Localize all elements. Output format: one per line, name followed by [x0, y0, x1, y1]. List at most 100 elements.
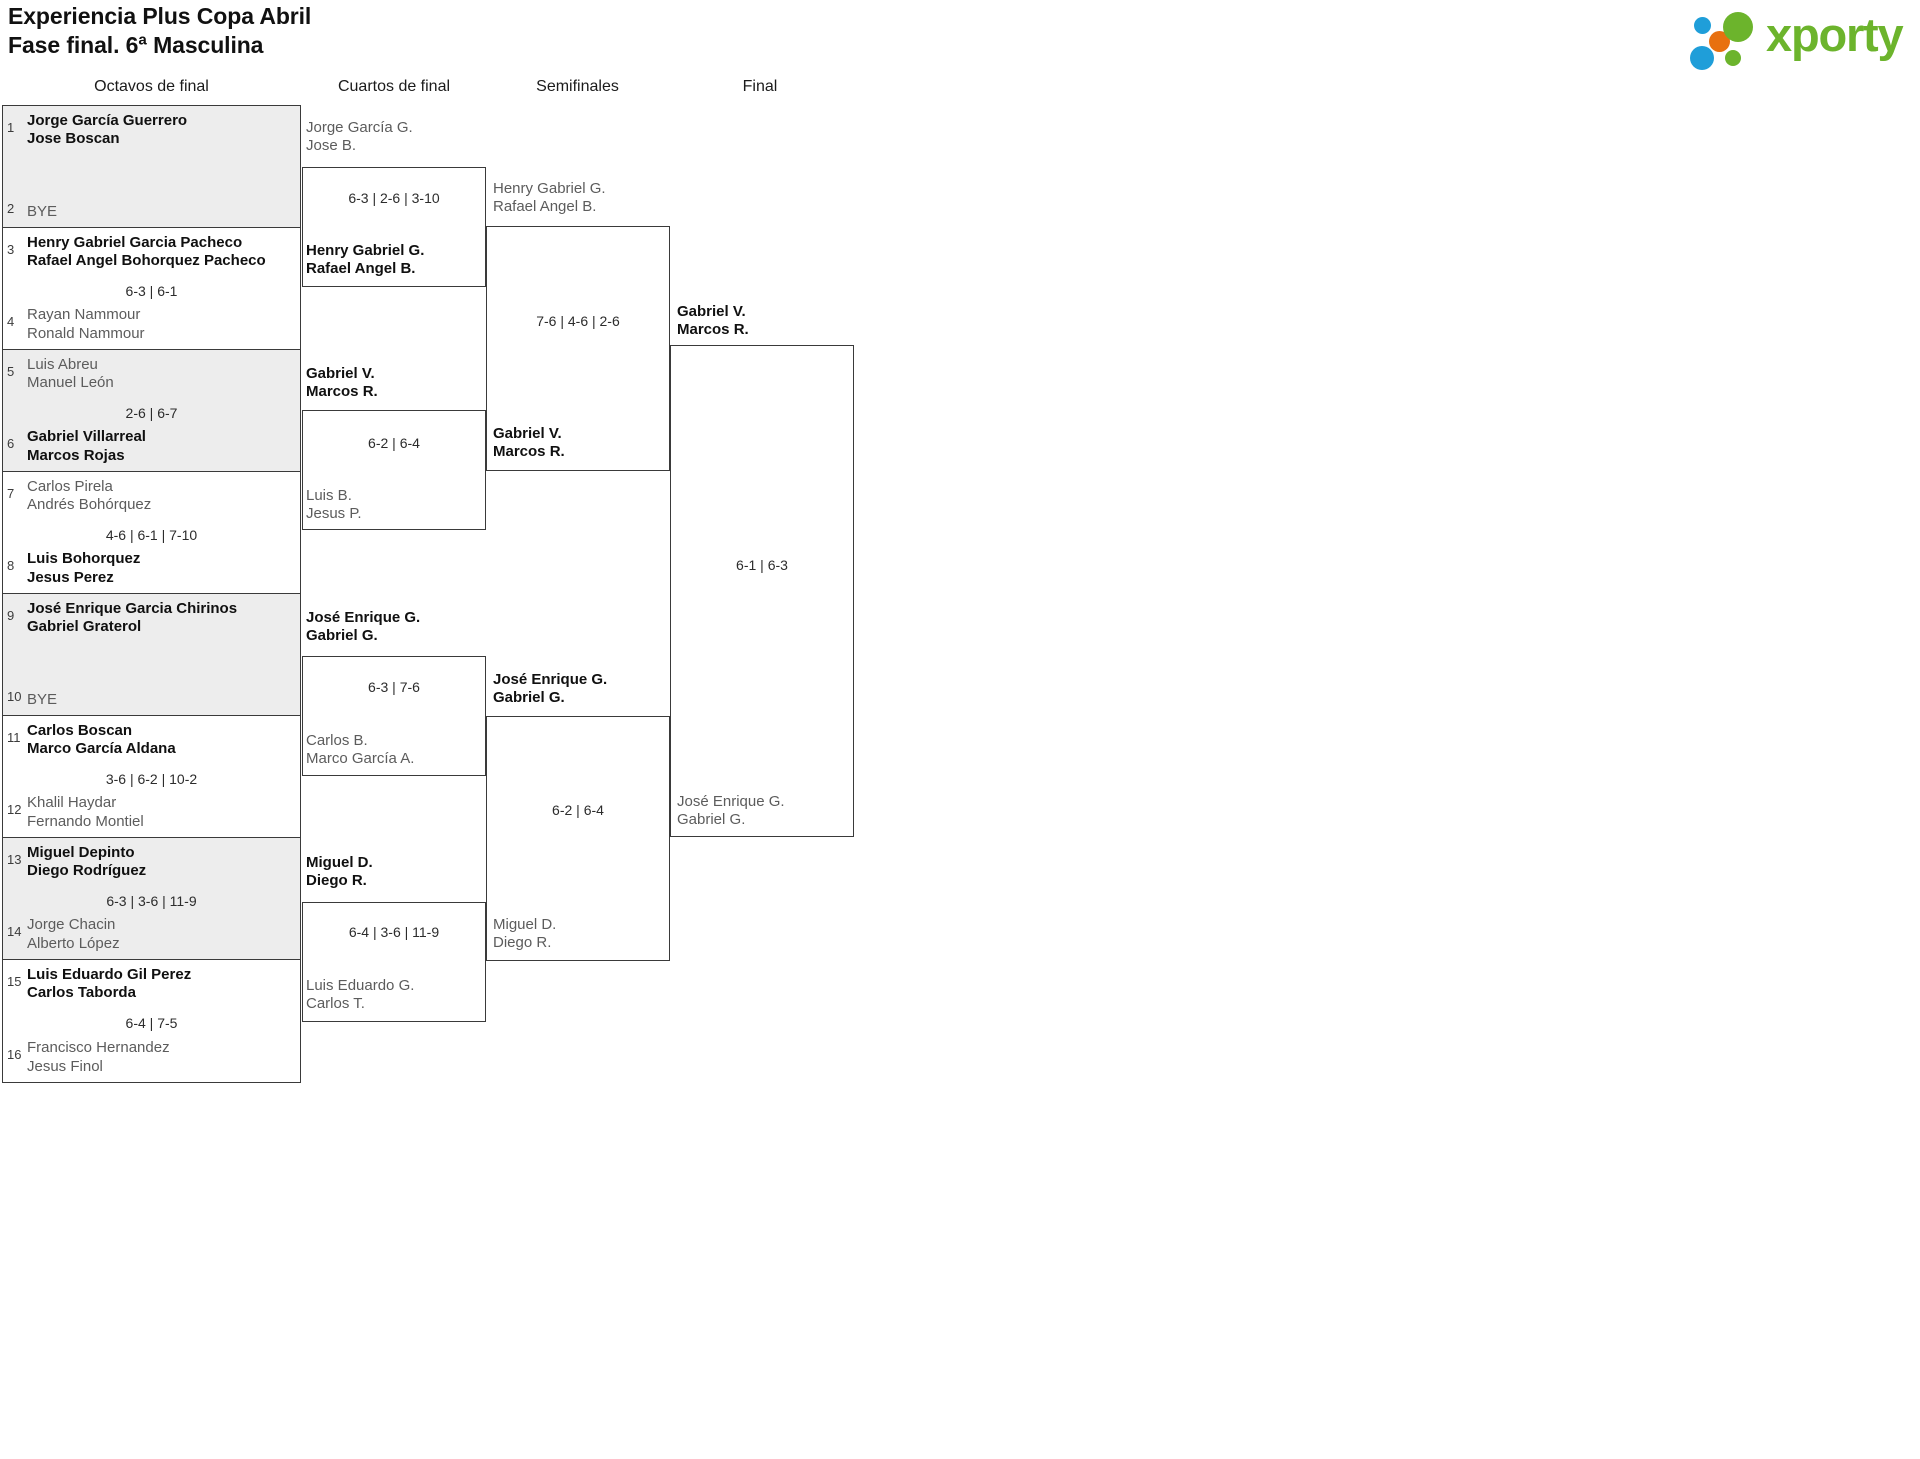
- round2-team-bottom[interactable]: Luis Eduardo G.Carlos T.: [306, 977, 415, 1013]
- round1-slot[interactable]: 2 BYE: [3, 201, 300, 221]
- team-names: BYE: [27, 690, 58, 708]
- seed-number: 4: [7, 314, 15, 330]
- round-header-final: Final: [742, 78, 778, 95]
- tournament-phase: Fase final. 6ª Masculina: [8, 32, 264, 59]
- round2-match-box[interactable]: 6-2 | 6-4: [302, 410, 486, 530]
- match-score: 6-2 | 6-4: [368, 435, 420, 451]
- round2-team-bottom[interactable]: Henry Gabriel G.Rafael Angel B.: [306, 242, 425, 278]
- round3-team-bottom[interactable]: Gabriel V.Marcos R.: [493, 425, 565, 461]
- round3-match-box[interactable]: 7-6 | 4-6 | 2-6: [486, 226, 670, 471]
- match-score: 6-3 | 2-6 | 3-10: [348, 190, 440, 206]
- seed-number: 5: [7, 364, 15, 379]
- match-score: 6-1 | 6-3: [736, 557, 788, 573]
- match-score: 3-6 | 6-2 | 10-2: [105, 771, 198, 787]
- round2-team-bottom[interactable]: Luis B.Jesus P.: [306, 487, 362, 523]
- match-score: 7-6 | 4-6 | 2-6: [536, 313, 620, 329]
- round2-team-top[interactable]: José Enrique G.Gabriel G.: [306, 609, 421, 645]
- match-score: 2-6 | 6-7: [125, 405, 178, 421]
- round2-team-top[interactable]: Miguel D.Diego R.: [306, 854, 373, 890]
- seed-number: 2: [7, 200, 15, 216]
- round2-team-top[interactable]: Jorge García G.Jose B.: [306, 119, 413, 155]
- match-score: 6-3 | 3-6 | 11-9: [106, 893, 197, 909]
- round2-team-bottom[interactable]: Carlos B.Marco García A.: [306, 732, 415, 768]
- round4-team-top[interactable]: Gabriel V.Marcos R.: [677, 303, 749, 339]
- match-score: 6-4 | 7-5: [125, 1015, 178, 1031]
- round2-match-box[interactable]: 6-3 | 2-6 | 3-10: [302, 167, 486, 287]
- round3-match-box[interactable]: 6-2 | 6-4: [486, 716, 670, 961]
- seed-number: 15: [7, 974, 22, 989]
- logo-dot-blue-large: [1690, 46, 1714, 70]
- match-score: 6-2 | 6-4: [552, 802, 604, 818]
- seed-number: 11: [7, 730, 21, 745]
- round-header-semifinales: Semifinales: [536, 78, 619, 95]
- round4-match-box[interactable]: 6-1 | 6-3: [670, 345, 854, 837]
- round3-team-bottom[interactable]: Miguel D.Diego R.: [493, 916, 557, 952]
- seed-number: 13: [7, 852, 22, 867]
- seed-number: 12: [7, 802, 22, 818]
- round3-team-top[interactable]: Henry Gabriel G.Rafael Angel B.: [493, 180, 606, 216]
- logo-dot-green-small: [1725, 50, 1741, 66]
- seed-number: 3: [7, 242, 15, 257]
- seed-number: 1: [7, 120, 15, 135]
- match-score: 6-4 | 3-6 | 11-9: [348, 924, 440, 940]
- round3-team-top[interactable]: José Enrique G.Gabriel G.: [493, 671, 608, 707]
- round2-match-box[interactable]: 6-3 | 7-6: [302, 656, 486, 776]
- match-score: 4-6 | 6-1 | 7-10: [105, 527, 198, 543]
- team-names: BYE: [27, 202, 58, 220]
- xporty-logo: xporty: [1688, 8, 1904, 70]
- round4-team-bottom[interactable]: José Enrique G.Gabriel G.: [677, 793, 785, 829]
- round2-team-top[interactable]: Gabriel V.Marcos R.: [306, 365, 378, 401]
- seed-number: 10: [7, 688, 22, 704]
- seed-number: 7: [7, 486, 15, 501]
- seed-number: 9: [7, 608, 15, 623]
- tournament-name: Experiencia Plus Copa Abril: [8, 3, 312, 29]
- round1-slot[interactable]: 10 BYE: [3, 689, 300, 709]
- logo-dot-blue-small: [1694, 17, 1711, 34]
- round2-match-box[interactable]: 6-4 | 3-6 | 11-9: [302, 902, 486, 1022]
- match-score: 6-3 | 6-1: [125, 283, 178, 299]
- logo-dot-green-large: [1723, 12, 1753, 42]
- logo-wordmark: xporty: [1766, 8, 1904, 61]
- match-score: 6-3 | 7-6: [368, 679, 420, 695]
- logo-dot-orange: [1709, 31, 1730, 52]
- page-title: Experiencia Plus Copa Abril Fase final. …: [8, 2, 311, 61]
- round-header-cuartos: Cuartos de final: [337, 78, 451, 95]
- seed-number: 14: [7, 924, 22, 940]
- seed-number: 8: [7, 558, 15, 574]
